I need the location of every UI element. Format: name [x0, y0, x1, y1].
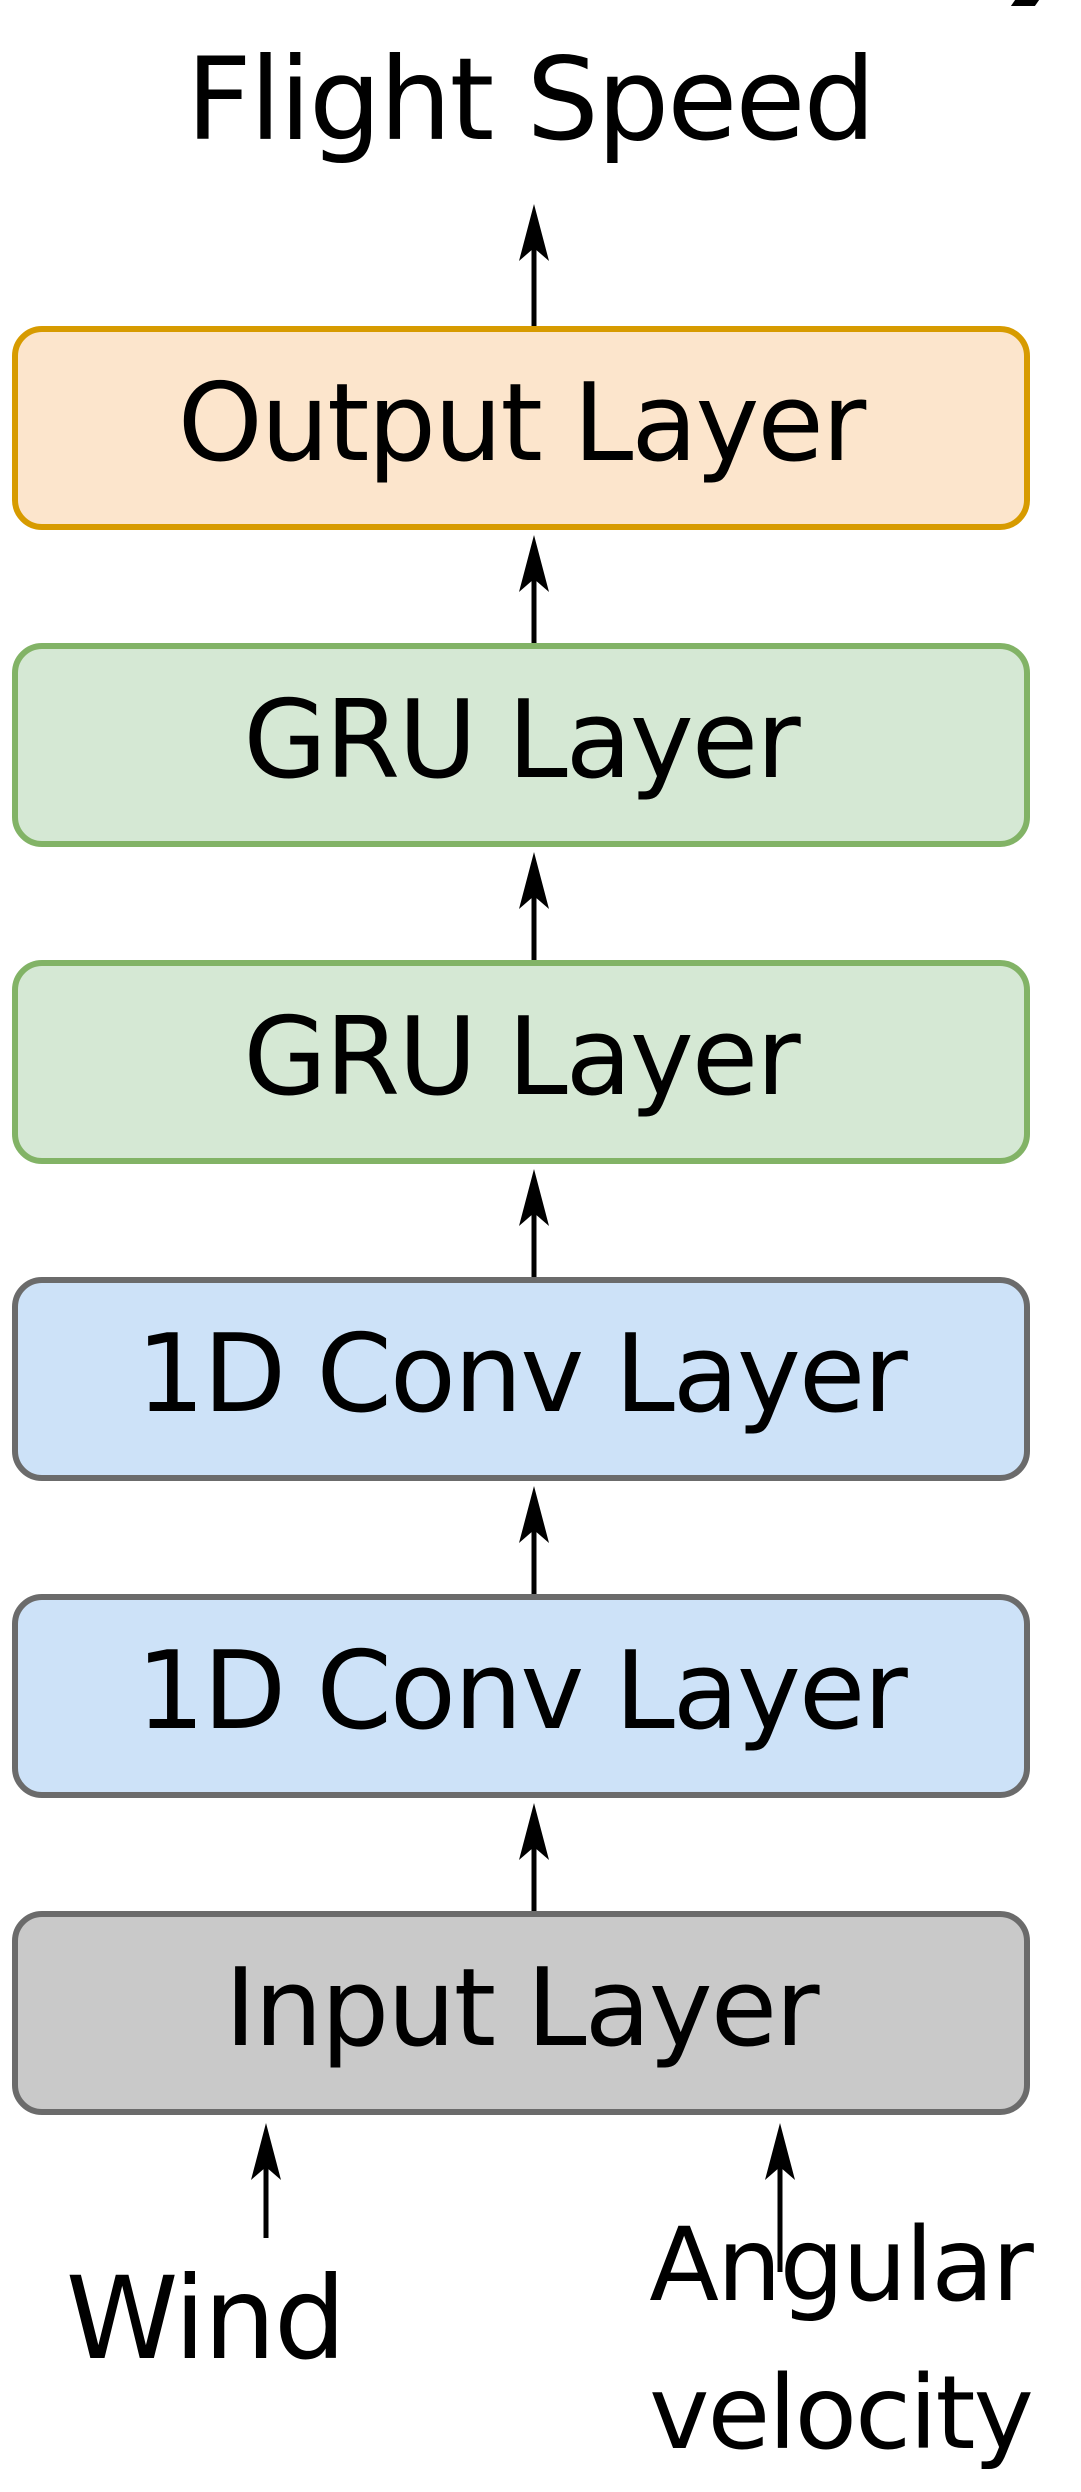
layer-label: 1D Conv Layer	[136, 1629, 907, 1754]
angular-velocity-line2: velocity	[649, 2354, 1034, 2473]
arrow-shaft	[531, 245, 537, 330]
arrow-up-icon	[519, 1169, 549, 1226]
arrow-up-icon	[765, 2123, 795, 2180]
arrow-shaft	[531, 576, 537, 646]
wind-input-label: Wind	[65, 2252, 347, 2385]
arrow-conv1-to-gru2	[516, 1168, 552, 1280]
arrow-shaft	[531, 1527, 537, 1597]
layer-box-input: Input Layer	[12, 1911, 1030, 2115]
arrow-shaft	[777, 2164, 783, 2272]
angular-velocity-input-label: Angular velocity	[600, 2192, 1081, 2488]
layer-label: GRU Layer	[243, 678, 800, 803]
layer-box-conv-1: 1D Conv Layer	[12, 1277, 1030, 1481]
layer-label: Output Layer	[177, 361, 867, 486]
arrow-up-icon	[519, 204, 549, 261]
layer-label: Input Layer	[224, 1946, 819, 2071]
arrow-up-icon	[519, 1486, 549, 1543]
arrow-up-icon	[251, 2123, 281, 2180]
arrow-conv2-to-conv1	[516, 1485, 552, 1597]
arrow-up-icon	[519, 852, 549, 909]
layer-box-output: Output Layer	[12, 326, 1030, 530]
layer-box-gru-2: GRU Layer	[12, 960, 1030, 1164]
arrow-gru1-to-output	[516, 534, 552, 646]
arrow-gru2-to-gru1	[516, 851, 552, 963]
layer-label: 1D Conv Layer	[136, 1312, 907, 1437]
arrow-shaft	[531, 1210, 537, 1280]
arrow-up-icon	[519, 535, 549, 592]
arrow-input-to-conv2	[516, 1802, 552, 1914]
cropped-stroke-mark	[1010, 0, 1040, 6]
angular-velocity-line1: Angular	[649, 2206, 1034, 2325]
arrow-angular-velocity-to-input	[762, 2122, 798, 2272]
layer-label: GRU Layer	[243, 995, 800, 1120]
arrow-shaft	[531, 1844, 537, 1914]
flight-speed-label: Flight Speed	[186, 33, 876, 166]
arrow-shaft	[263, 2164, 269, 2238]
arrow-up-icon	[519, 1803, 549, 1860]
arrow-wind-to-input	[248, 2122, 284, 2238]
arrow-shaft	[531, 893, 537, 963]
arrow-output-to-flightspeed	[516, 203, 552, 330]
layer-box-conv-2: 1D Conv Layer	[12, 1594, 1030, 1798]
layer-box-gru-1: GRU Layer	[12, 643, 1030, 847]
